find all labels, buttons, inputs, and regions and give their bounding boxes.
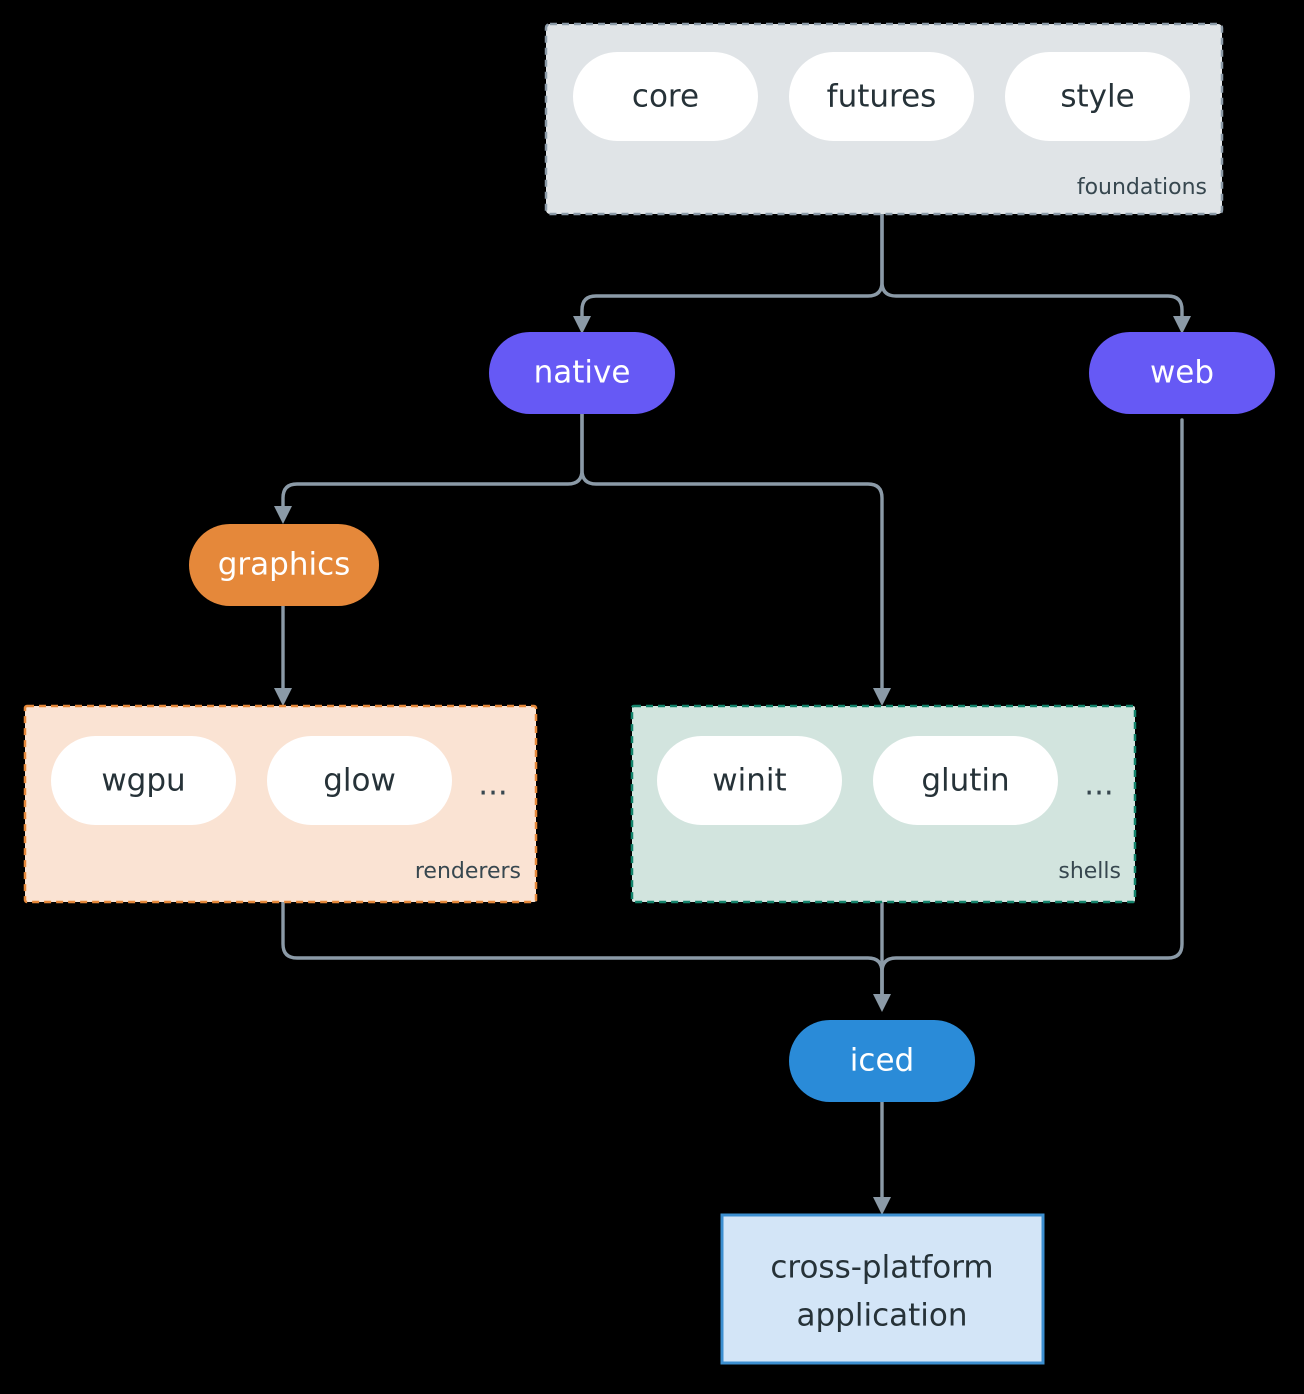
arrowhead-web [1173,316,1191,334]
shells-overflow-ellipsis: ... [1084,767,1114,803]
pill-core[interactable]: core [573,52,758,141]
arrowhead-native [573,316,591,334]
pill-winit[interactable]: winit [657,736,842,825]
pill-wgpu[interactable]: wgpu [51,736,236,825]
pill-winit-label: winit [712,763,786,799]
node-iced-shape [789,1020,975,1102]
foundations-caption: foundations [1077,175,1207,200]
application-label-line2: application [797,1298,968,1334]
pill-glow-shape [267,736,452,825]
pill-futures[interactable]: futures [789,52,974,141]
pill-core-shape [573,52,758,141]
edge-foundations-to-platforms [573,212,1191,334]
edge-converge-to-iced [281,418,1184,1012]
node-native-label: native [534,355,631,391]
node-iced[interactable]: iced [789,1020,975,1102]
arrowhead-iced [873,994,891,1012]
application-label-line1: cross-platform [770,1250,993,1286]
pill-glutin-shape [873,736,1058,825]
pill-wgpu-label: wgpu [101,763,185,799]
edge-layer [274,212,1191,1215]
arrowhead-shells [873,688,891,706]
edge-graphics-to-renderers [274,604,292,706]
node-web-shape [1089,332,1275,414]
edge-native-to-children [274,412,891,706]
application-box [720,1213,1045,1365]
arrowhead-application [873,1197,891,1215]
pill-style[interactable]: style [1005,52,1190,141]
node-native-shape [489,332,675,414]
renderers-caption: renderers [415,859,521,884]
node-graphics-shape [189,524,379,606]
shells-caption: shells [1058,859,1121,884]
pill-glutin[interactable]: glutin [873,736,1058,825]
pill-style-shape [1005,52,1190,141]
pill-glutin-label: glutin [921,763,1009,799]
node-web[interactable]: web [1089,332,1275,414]
pill-glow-label: glow [323,763,396,799]
pill-wgpu-shape [51,736,236,825]
group-renderers: wgpu glow ... renderers [23,704,538,904]
edge-iced-to-application [873,1100,891,1215]
arrowhead-renderers [274,688,292,706]
group-shells: winit glutin ... shells [630,704,1137,904]
node-application[interactable]: cross-platform application [720,1213,1045,1365]
renderers-overflow-ellipsis: ... [478,767,508,803]
pill-style-label: style [1060,79,1134,115]
pill-futures-shape [789,52,974,141]
pill-glow[interactable]: glow [267,736,452,825]
node-graphics-label: graphics [218,547,351,583]
pill-futures-label: futures [827,79,937,115]
arrowhead-graphics [274,506,292,524]
node-graphics[interactable]: graphics [189,524,379,606]
node-web-label: web [1150,355,1214,391]
group-foundations: core futures style foundations [544,22,1224,216]
node-native[interactable]: native [489,332,675,414]
pill-core-label: core [632,79,699,115]
node-iced-label: iced [850,1043,914,1079]
pill-winit-shape [657,736,842,825]
